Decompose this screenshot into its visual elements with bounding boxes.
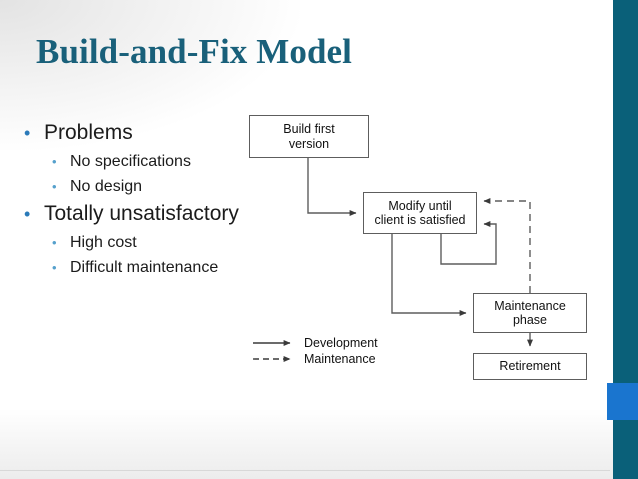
legend-row-maintenance: Maintenance	[252, 352, 412, 366]
bullet-list: Problems No specifications No design Tot…	[18, 118, 268, 280]
bullet-item-difficult-maintenance: Difficult maintenance	[18, 255, 268, 280]
legend-solid-arrow-icon	[253, 340, 291, 346]
diagram-node-retirement[interactable]: Retirement	[473, 353, 587, 380]
diagram-node-modify-until-client-is-satisfied[interactable]: Modify until client is satisfied	[363, 192, 477, 234]
edge-modify-to-maintenance	[391, 234, 467, 316]
bullet-item-no-design: No design	[18, 174, 268, 199]
slide-title: Build-and-Fix Model	[36, 32, 352, 71]
legend-label-development: Development	[304, 336, 378, 350]
legend-label-maintenance: Maintenance	[304, 352, 376, 366]
right-accent-block	[607, 383, 638, 420]
legend-dashed-arrow-icon	[253, 356, 291, 362]
bullet-item-totally-unsatisfactory: Totally unsatisfactory	[18, 199, 268, 229]
background-hairline	[0, 470, 610, 471]
edge-build-to-modify	[307, 158, 357, 216]
bullet-item-high-cost: High cost	[18, 230, 268, 255]
diagram-legend: Development Maintenance	[252, 336, 412, 368]
legend-row-development: Development	[252, 336, 412, 350]
bullet-item-no-specifications: No specifications	[18, 149, 268, 174]
edge-maintenance-to-modify-dashed	[483, 198, 531, 293]
diagram-node-maintenance-phase[interactable]: Maintenance phase	[473, 293, 587, 333]
diagram-node-build-first-version[interactable]: Build first version	[249, 115, 369, 158]
bullet-item-problems: Problems	[18, 118, 268, 148]
